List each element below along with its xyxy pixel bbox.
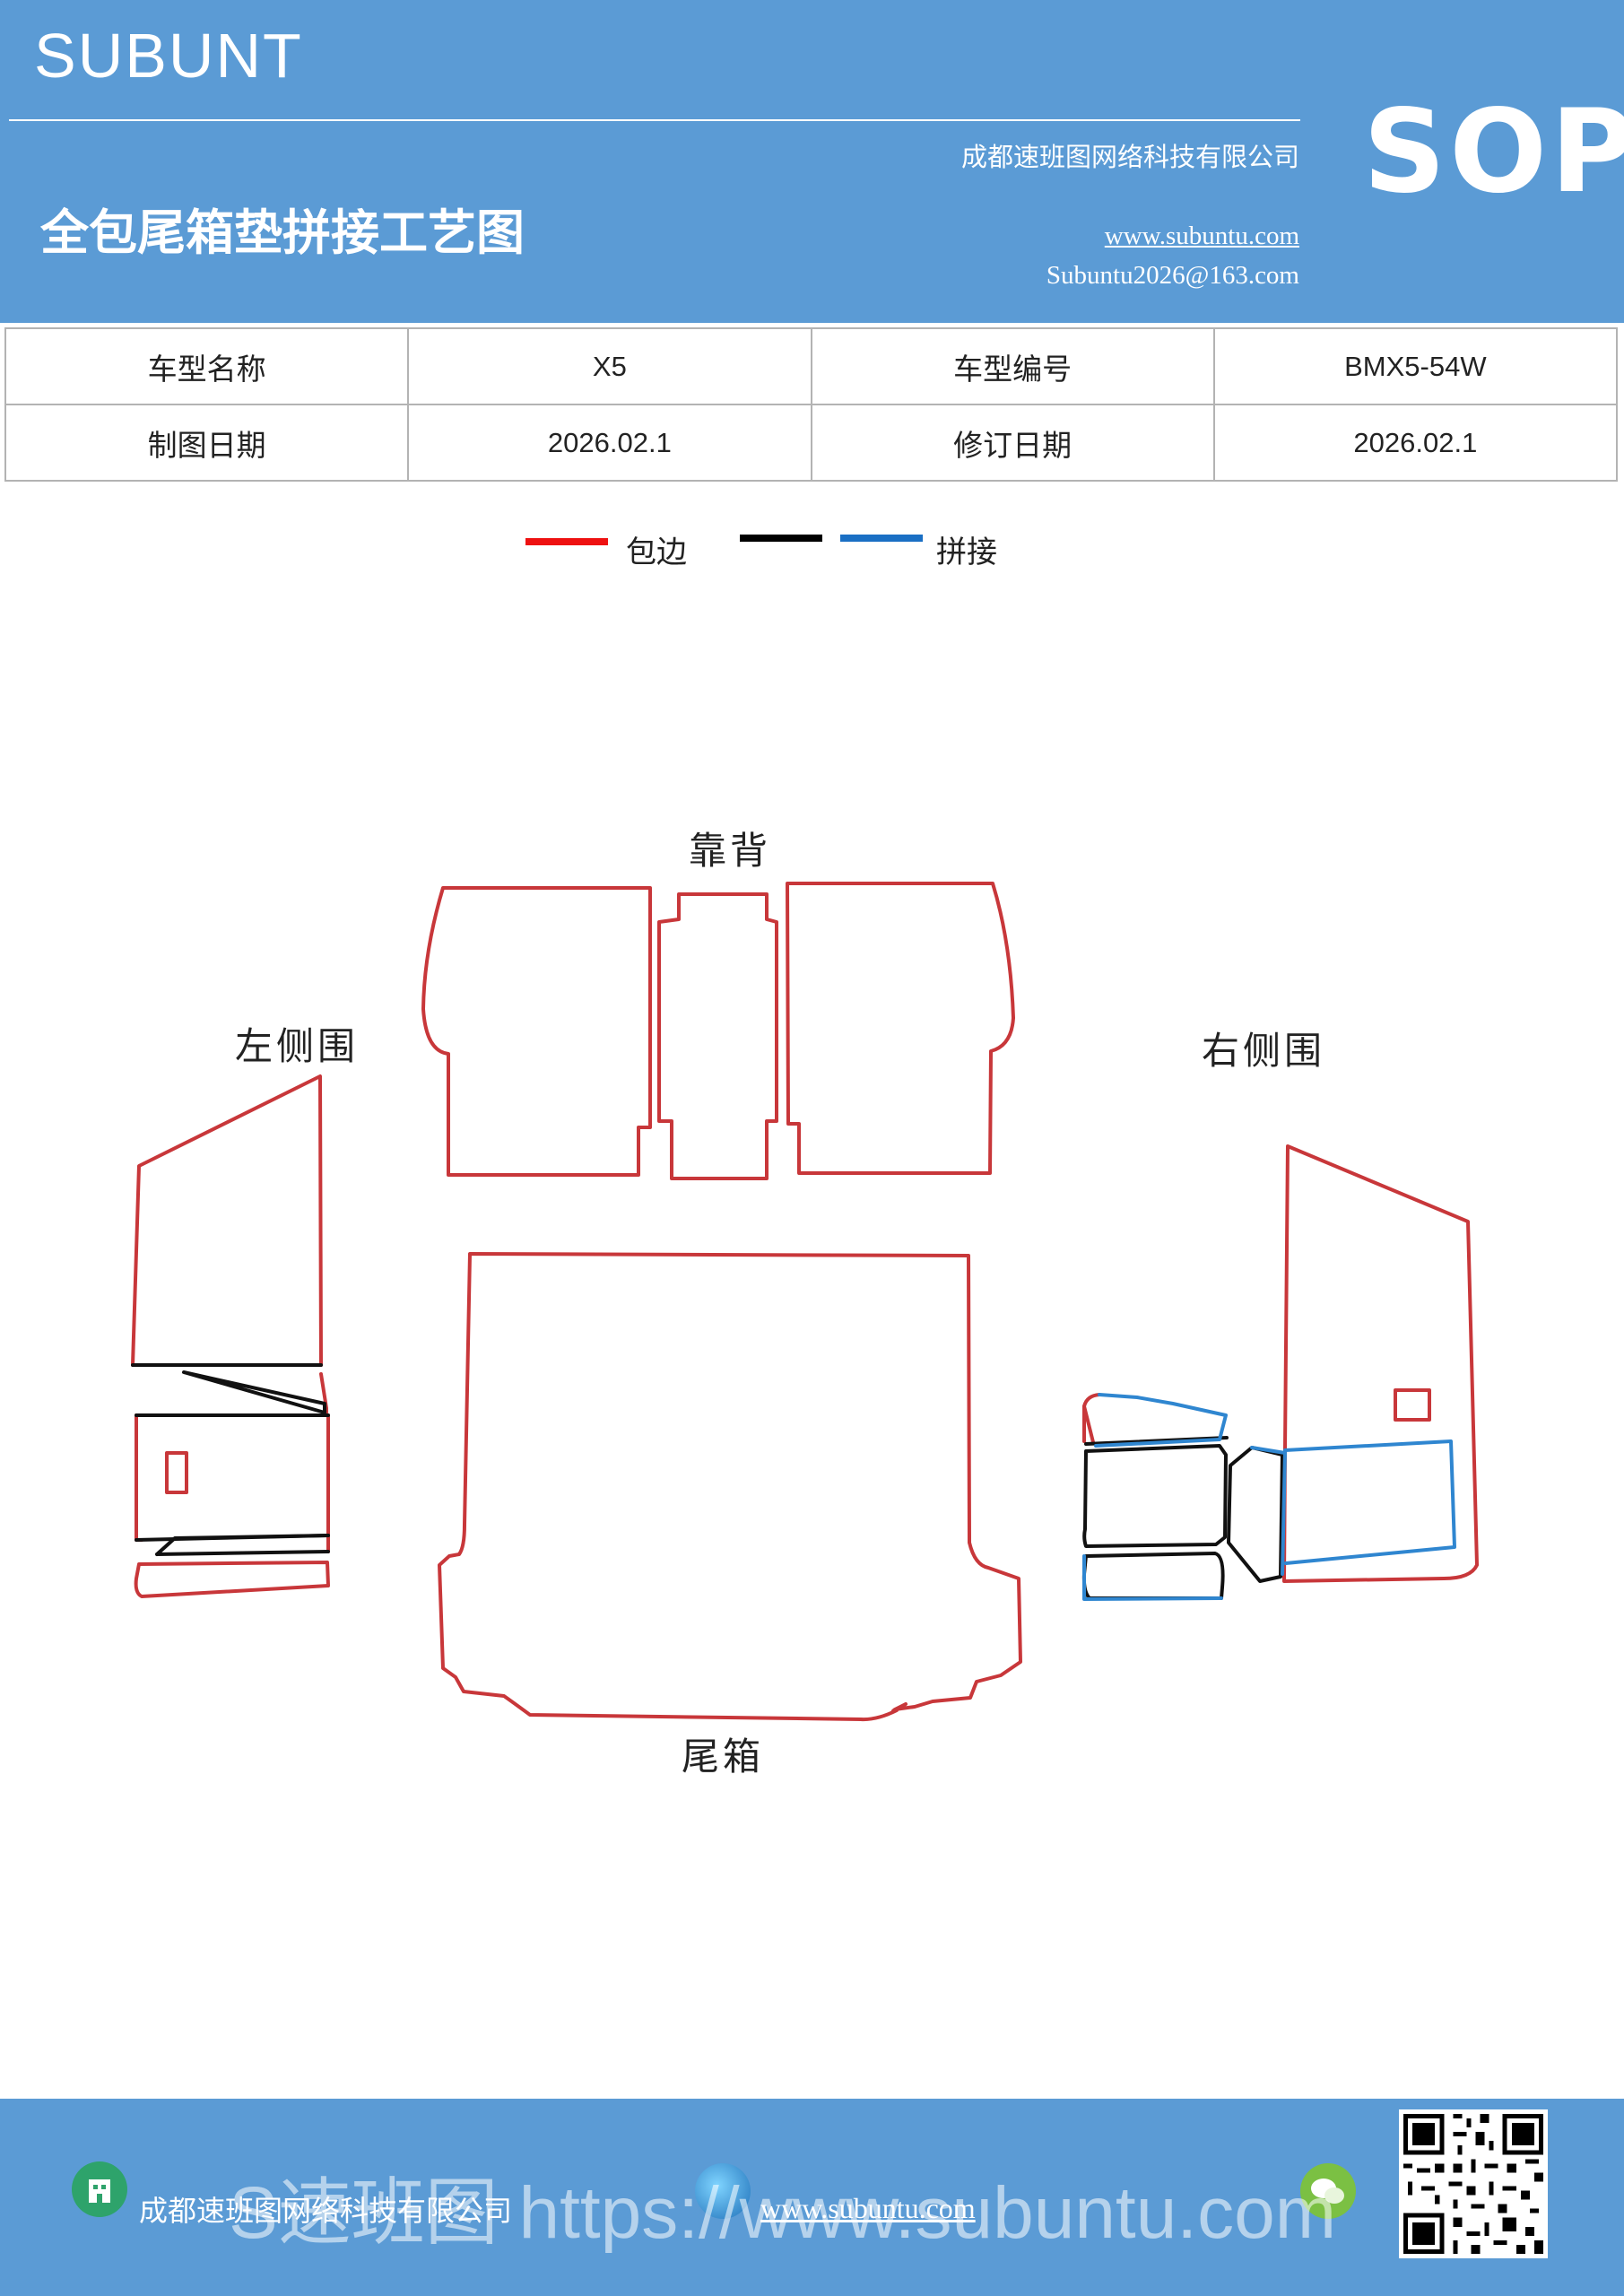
trunk-floor-piece [438, 1252, 1022, 1722]
revision-date-label: 修订日期 [810, 404, 1215, 482]
left-side-upper-piece [131, 1074, 323, 1367]
company-name: 成都速班图网络科技有限公司 [960, 142, 1299, 172]
qr-code[interactable] [1399, 2109, 1548, 2258]
vehicle-info-table: 车型名称 X5 车型编号 BMX5-54W 制图日期 2026.02.1 修订日… [4, 327, 1619, 482]
header-divider [9, 119, 1300, 121]
backrest-center-piece [657, 892, 778, 1180]
left-side-wedge [182, 1370, 326, 1414]
website-link[interactable]: www.subuntu.com [1104, 222, 1299, 250]
label-left-side: 左侧围 [235, 1024, 360, 1068]
legend-edge-label: 包边 [626, 535, 687, 570]
model-code-label: 车型编号 [810, 327, 1215, 405]
right-side-diamond [1227, 1446, 1284, 1583]
right-side-block-1 [1082, 1444, 1228, 1548]
building-icon [72, 2161, 127, 2217]
right-side-big-piece [1282, 1144, 1479, 1583]
table-row: 制图日期 2026.02.1 修订日期 2026.02.1 [4, 404, 1619, 482]
model-name-label: 车型名称 [4, 327, 410, 405]
right-side-blue-panel [1283, 1439, 1456, 1565]
footer-banner: 成都速班图网络科技有限公司 www.subuntu.com S速班图 https… [0, 2099, 1624, 2296]
right-side-blue-edge [1250, 1446, 1287, 1576]
edge-pieces [131, 882, 1479, 1722]
backrest-right-piece [786, 882, 1015, 1175]
table-row: 车型名称 X5 车型编号 BMX5-54W [4, 327, 1619, 405]
model-name-value: X5 [407, 327, 812, 405]
drawing-date-label: 制图日期 [4, 404, 410, 482]
sop-badge: SOP [1363, 85, 1624, 219]
brand-name: SUBUNT [34, 21, 303, 91]
revision-date-value: 2026.02.1 [1212, 404, 1619, 482]
legend: 包边 拼接 [0, 527, 1624, 572]
footer-company: 成都速班图网络科技有限公司 [139, 2194, 513, 2228]
left-side-slot [165, 1451, 188, 1494]
right-side-block-2 [1081, 1552, 1225, 1600]
legend-joint-label: 拼接 [936, 535, 997, 570]
label-trunk: 尾箱 [682, 1735, 765, 1779]
globe-icon [695, 2163, 751, 2219]
right-side-blue-bottom [1082, 1554, 1223, 1601]
legend-edge-swatch [525, 538, 608, 545]
legend-joint-swatch [840, 535, 923, 542]
label-backrest: 靠背 [689, 829, 772, 873]
label-right-side: 右侧围 [1202, 1029, 1326, 1073]
blue-joints [1082, 1393, 1456, 1601]
drawing-date-value: 2026.02.1 [407, 404, 812, 482]
left-side-wedge-2 [155, 1534, 330, 1556]
right-side-slot [1394, 1388, 1431, 1422]
left-side-bottom-piece [134, 1561, 330, 1598]
footer-watermark: S速班图 https://www.subuntu.com [229, 2172, 1337, 2254]
right-side-blue-top [1094, 1393, 1228, 1448]
legend-black-swatch [740, 535, 822, 542]
header-banner: SUBUNT 全包尾箱垫拼接工艺图 成都速班图网络科技有限公司 www.subu… [0, 0, 1624, 323]
model-code-value: BMX5-54W [1212, 327, 1619, 405]
wechat-icon [1300, 2163, 1356, 2219]
right-side-corner-edge [1082, 1393, 1101, 1444]
email-address: Subuntu2026@163.com [1046, 261, 1299, 290]
document-title: 全包尾箱垫拼接工艺图 [40, 204, 525, 261]
footer-website-link[interactable]: www.subuntu.com [760, 2192, 976, 2224]
backrest-left-piece [421, 886, 652, 1177]
